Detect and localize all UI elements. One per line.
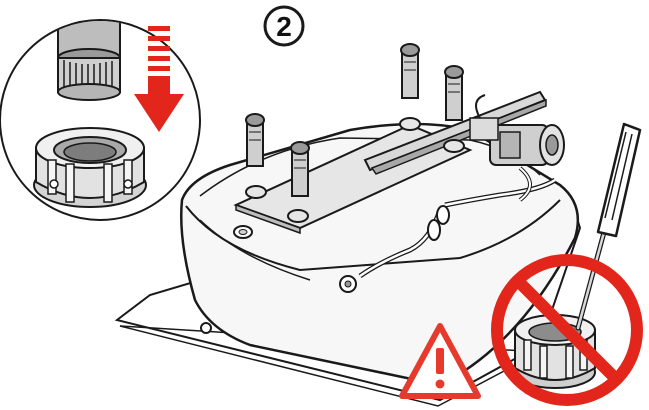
down-arrow-icon [134, 26, 184, 132]
step-badge: 2 [263, 5, 305, 47]
overflow-hole [200, 322, 212, 334]
warning-triangle-icon [399, 323, 481, 399]
pump-motor [469, 94, 565, 166]
prohibition-icon [491, 122, 643, 406]
detail-inset [0, 19, 201, 221]
leg-bolt [245, 43, 465, 223]
screwdriver-icon [575, 122, 642, 331]
bolt-knob [57, 21, 121, 101]
bathtub [114, 90, 582, 407]
step-number: 2 [276, 11, 292, 42]
socket-base [33, 127, 147, 208]
